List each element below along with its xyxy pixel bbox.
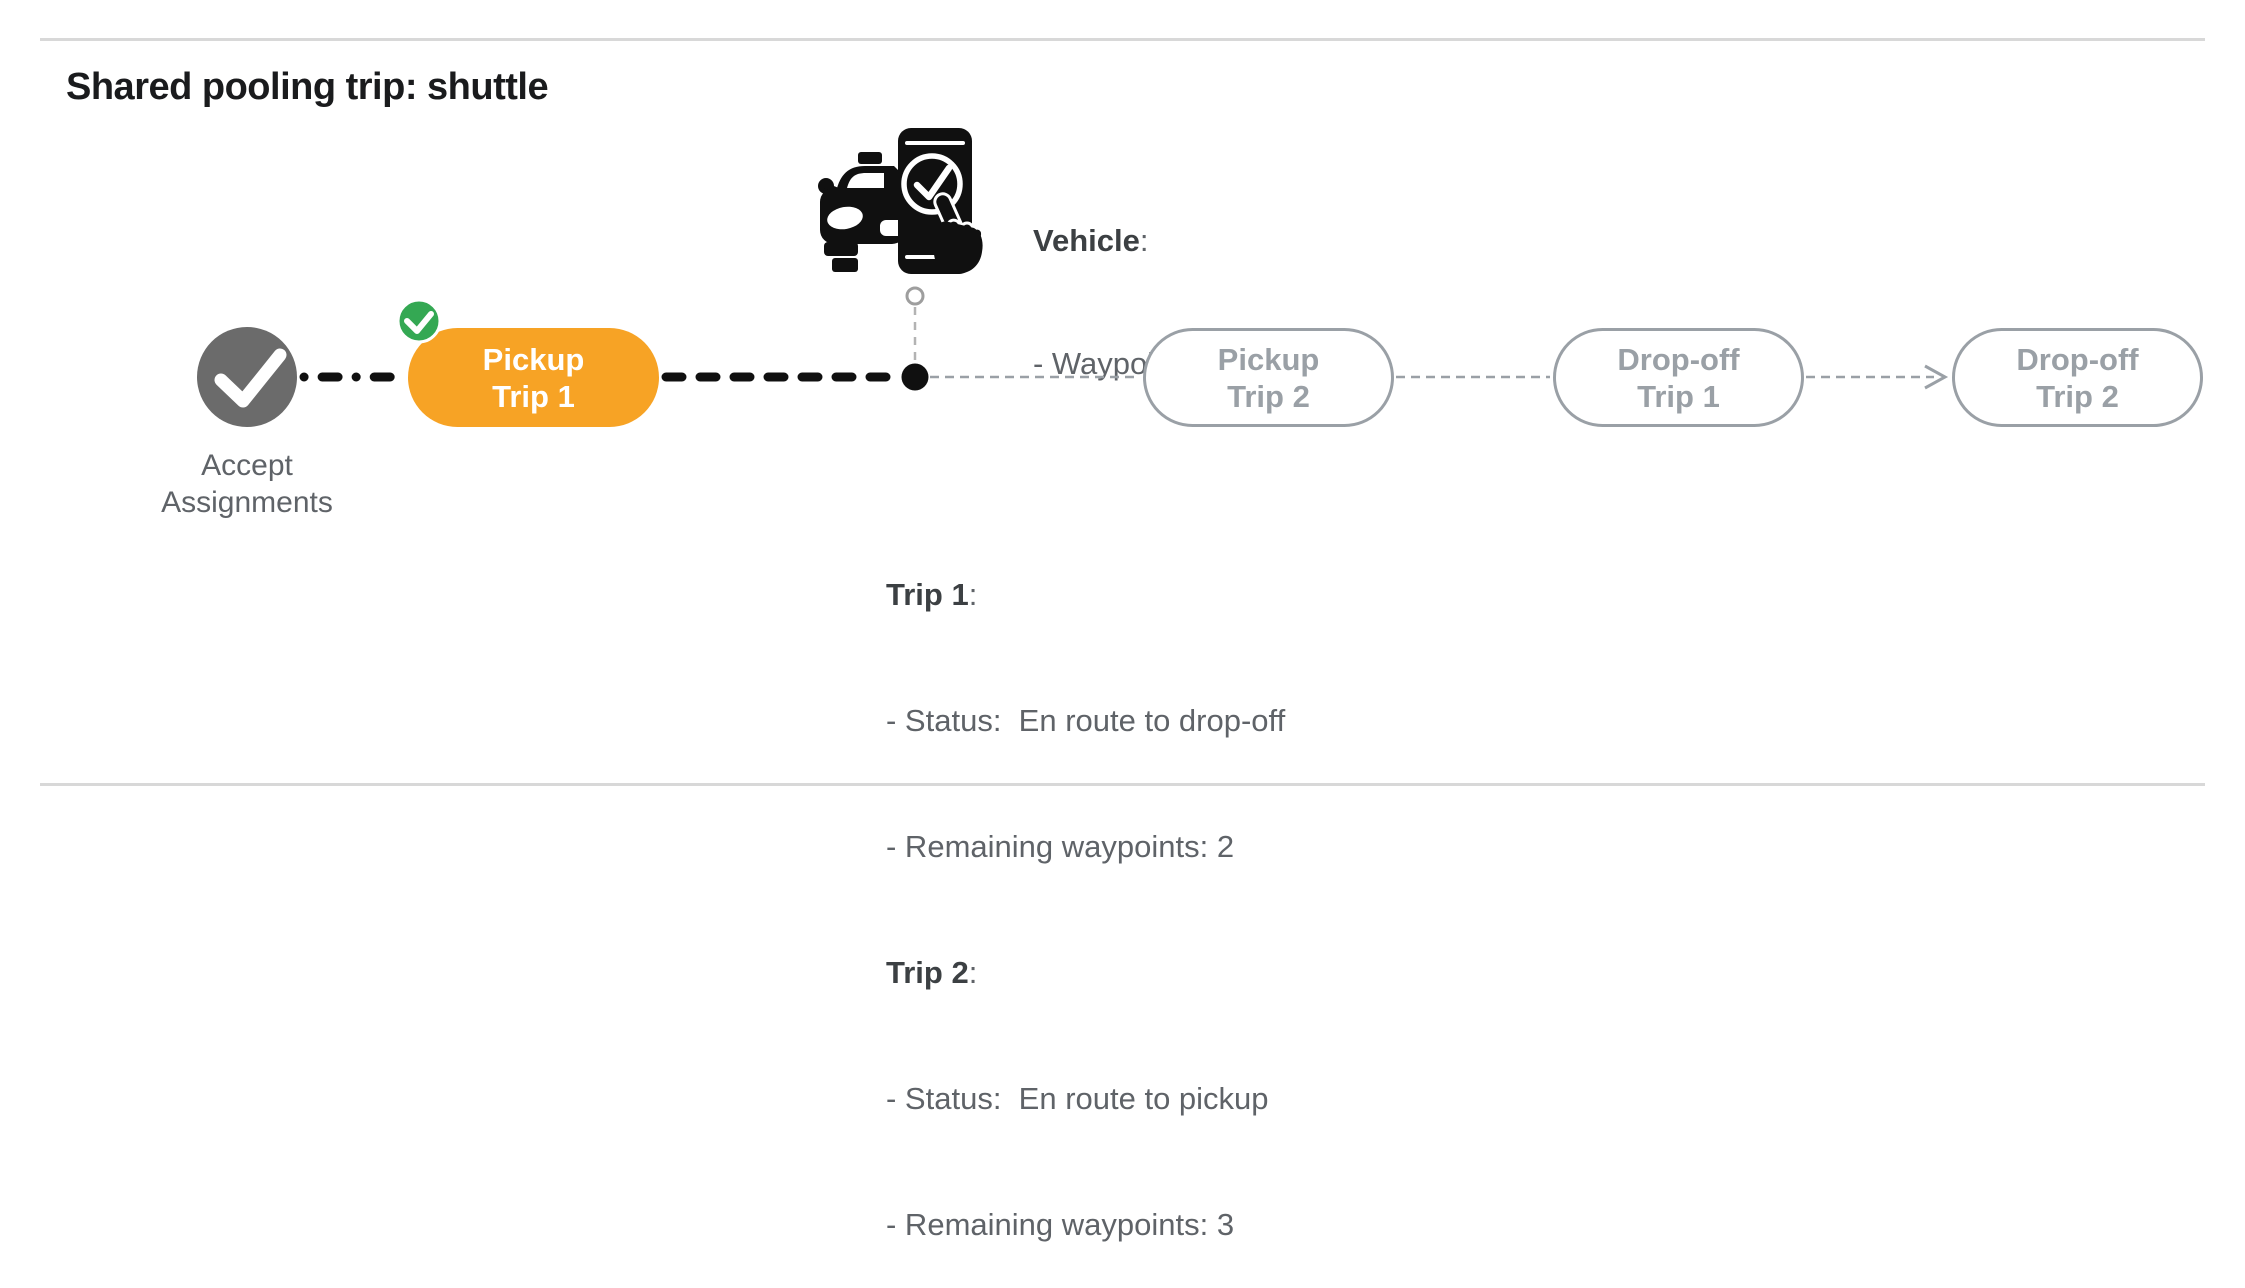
- node-pickup-trip-2-line1: Pickup: [1217, 341, 1320, 377]
- trip1-heading: Trip 1:: [886, 574, 1285, 616]
- node-dropoff-trip-2: Drop-off Trip 2: [1952, 328, 2203, 427]
- trip2-waypoints-line: - Remaining waypoints: 3: [886, 1207, 1235, 1242]
- vehicle-heading-bold: Vehicle: [1033, 223, 1140, 258]
- vehicle-heading-colon: :: [1139, 223, 1149, 258]
- trip2-heading-colon: :: [968, 955, 978, 990]
- check-icon: [913, 164, 953, 201]
- node-pickup-trip-1: Pickup Trip 1: [408, 328, 659, 427]
- car-phone-check-icon: [818, 128, 985, 274]
- trip-status-block: Trip 1: - Status: En route to drop-off -…: [886, 490, 1285, 1288]
- node-dropoff-trip-1-line1: Drop-off: [1617, 341, 1740, 377]
- vehicle-anchor-circle: [905, 286, 925, 306]
- node-dropoff-trip-1-line2: Trip 1: [1637, 378, 1720, 414]
- trip1-heading-colon: :: [968, 577, 978, 612]
- trip1-status-line: - Status: En route to drop-off: [886, 703, 1286, 738]
- node-pickup-trip-1-line1: Pickup: [482, 341, 585, 377]
- accept-assignments-label: Accept Assignments: [107, 447, 387, 521]
- current-position-dot: [901, 363, 929, 391]
- bottom-divider: [40, 783, 2205, 786]
- node-dropoff-trip-2-line2: Trip 2: [2036, 378, 2119, 414]
- trip2-heading: Trip 2:: [886, 952, 1285, 994]
- tapping-hand-shape: [933, 192, 985, 274]
- accept-assignments-circle: [197, 327, 297, 427]
- node-pickup-trip-2-line2: Trip 2: [1227, 378, 1310, 414]
- top-divider: [40, 38, 2205, 41]
- vehicle-heading: Vehicle:: [1033, 220, 1230, 261]
- trip1-heading-bold: Trip 1: [886, 577, 969, 612]
- node-pickup-trip-2: Pickup Trip 2: [1143, 328, 1394, 427]
- phone-shape: [898, 128, 972, 274]
- page-title: Shared pooling trip: shuttle: [66, 66, 549, 108]
- node-dropoff-trip-2-line1: Drop-off: [2016, 341, 2139, 377]
- node-dropoff-trip-1: Drop-off Trip 1: [1553, 328, 1804, 427]
- trip2-status-line: - Status: En route to pickup: [886, 1081, 1269, 1116]
- car-shape: [818, 152, 906, 272]
- accept-assignments-label-line1: Accept: [201, 449, 293, 482]
- trip1-waypoints-line: - Remaining waypoints: 2: [886, 829, 1235, 864]
- arrowhead-right-icon: [1924, 364, 1949, 390]
- trip2-heading-bold: Trip 2: [886, 955, 969, 990]
- check-icon: [214, 348, 287, 408]
- accept-assignments-label-line2: Assignments: [161, 486, 333, 519]
- node-pickup-trip-1-line2: Trip 1: [492, 378, 575, 414]
